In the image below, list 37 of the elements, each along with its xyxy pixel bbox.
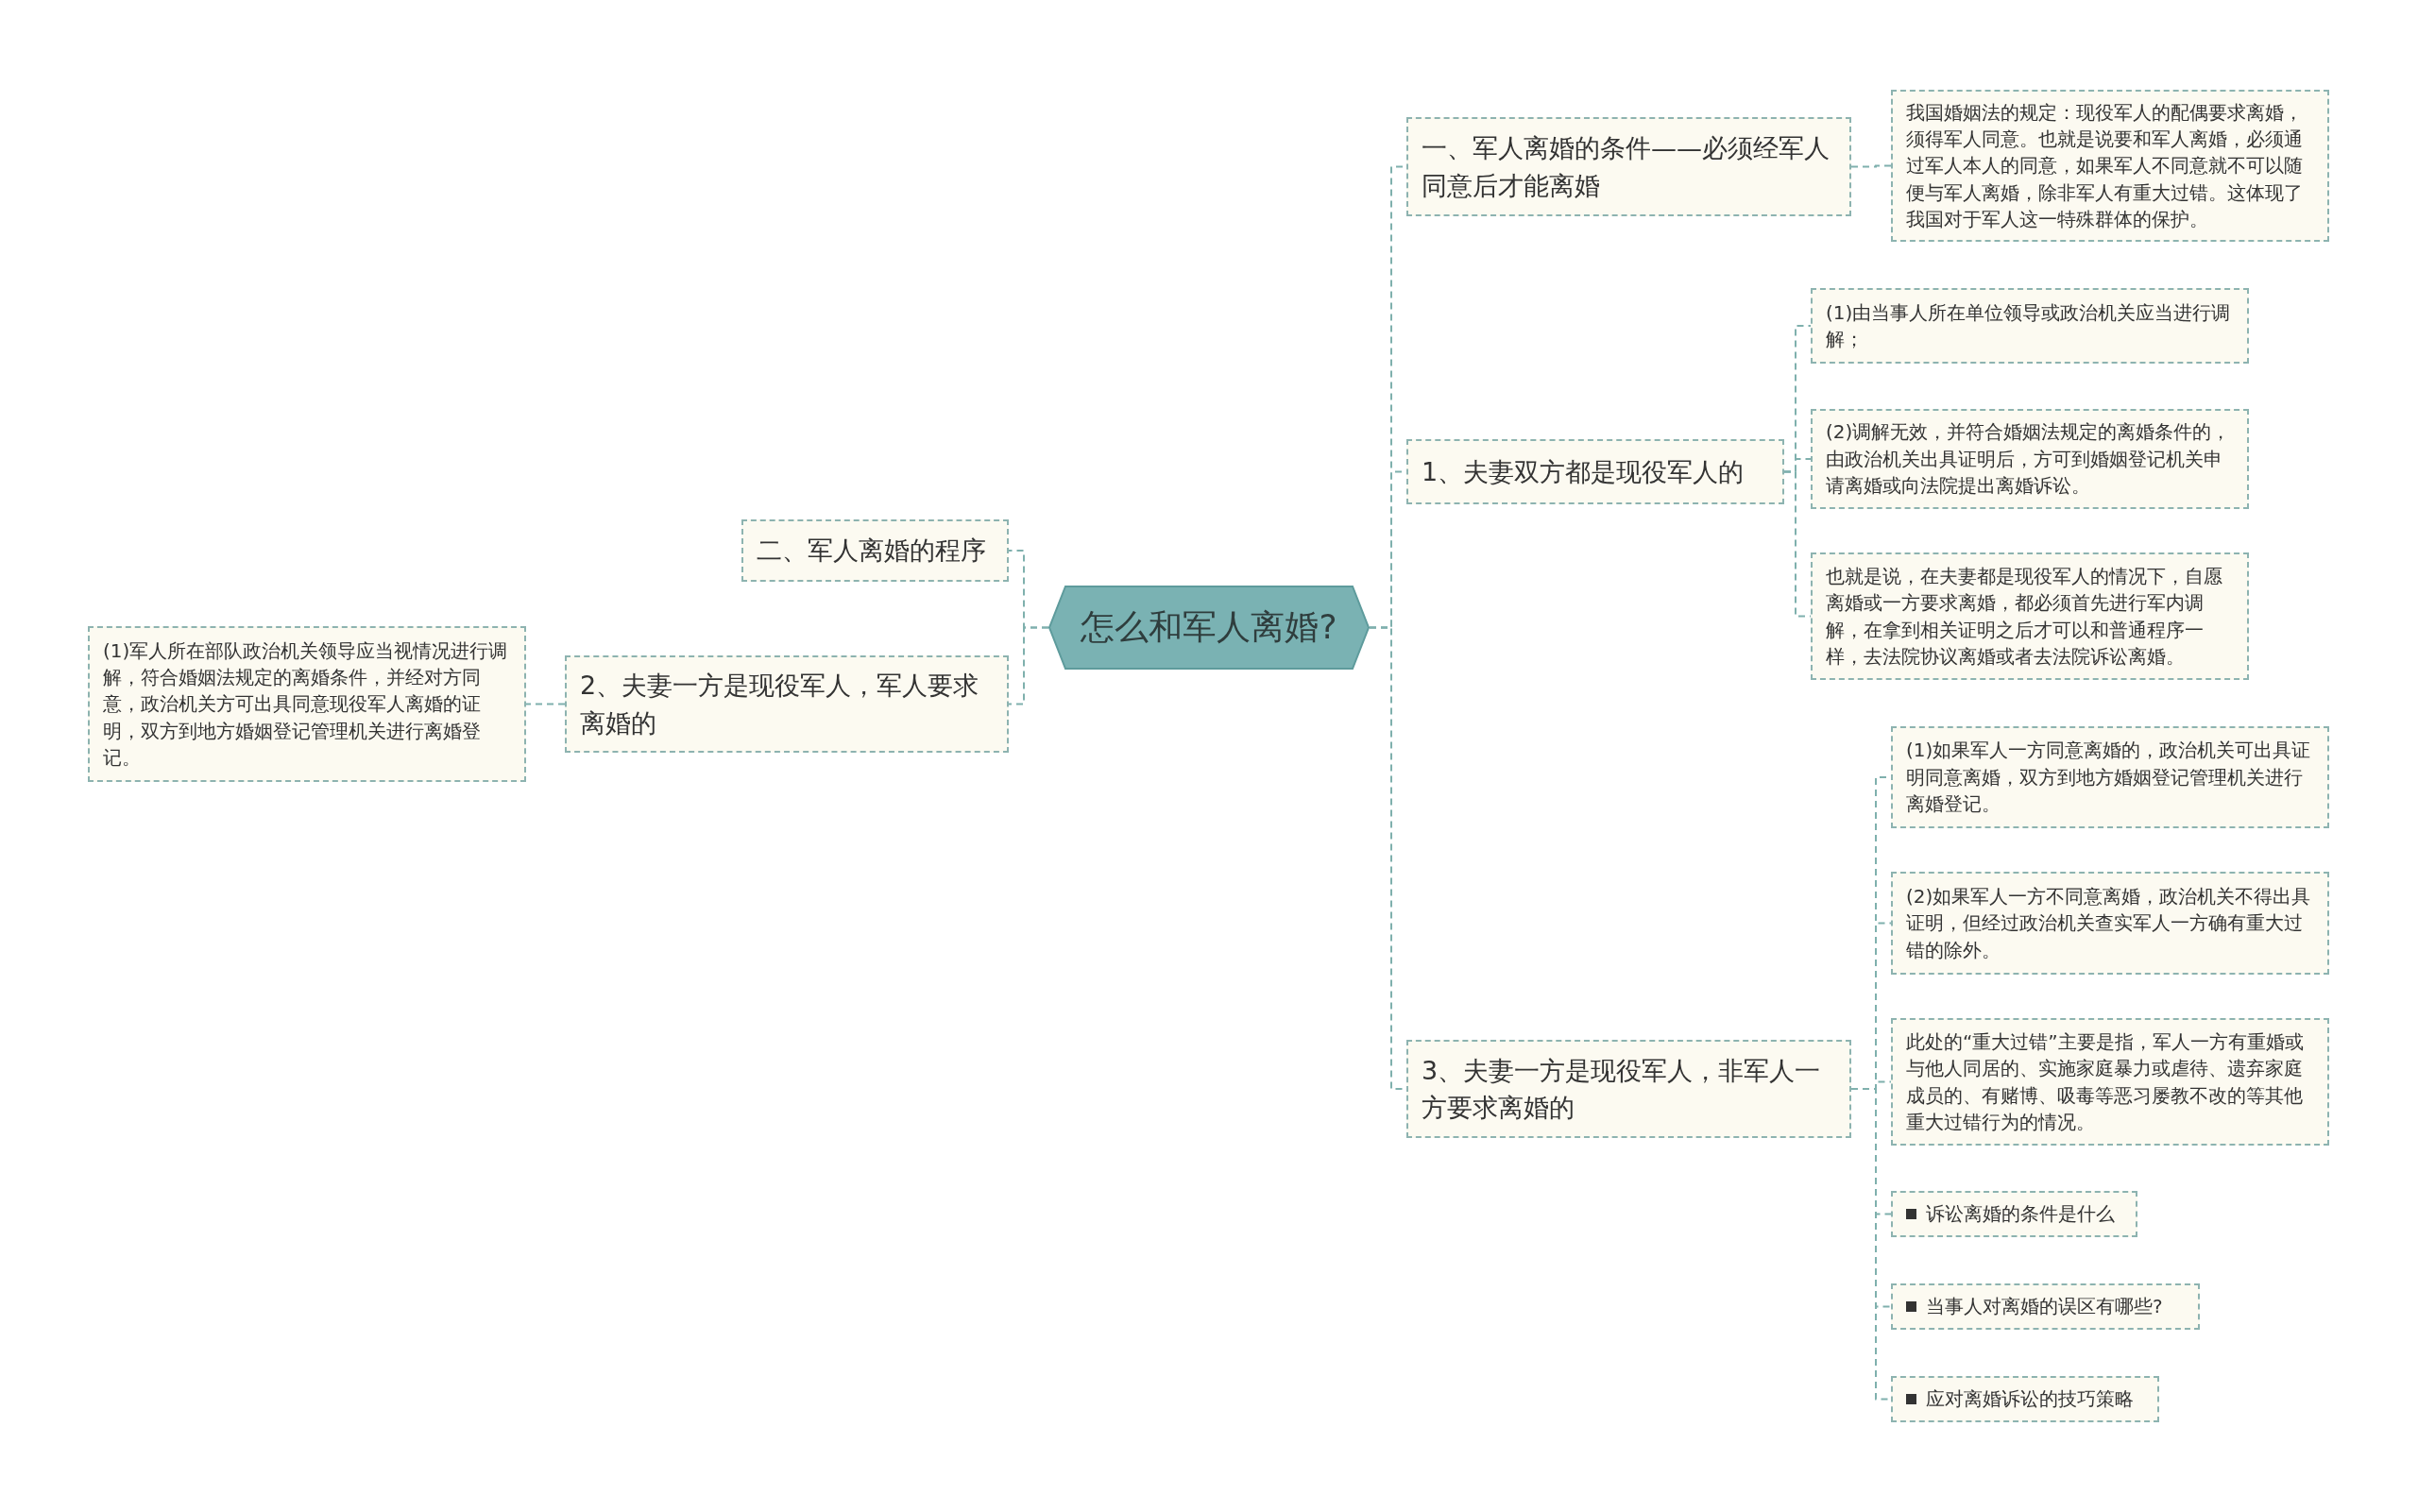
central-topic-hexagon — [1048, 586, 1370, 670]
topic-text: 应对离婚诉讼的技巧策略 — [1926, 1386, 2134, 1413]
central-topic-text: 怎么和军人离婚? — [1081, 606, 1337, 648]
topic-box — [1891, 90, 2329, 242]
topic-text: 此处的“重大过错”主要是指，军人一方有重婚或与他人同居的、实施家庭暴力或虐待、遗弃家庭成员的、有赌博、吸毒等恶习屡教不改的等其他重大过错行为的情况。 — [1906, 1028, 2305, 1135]
topic-text: (2)调解无效，并符合婚姻法规定的离婚条件的，由政治机关出具证明后，方可到婚姻登记机关申请离婚或向法院提出离婚诉讼。 — [1826, 419, 2232, 500]
connector-line — [1008, 626, 1049, 705]
topic-box — [1811, 288, 2249, 364]
topic-box — [1891, 872, 2329, 975]
topic-text: (1)如果军人一方同意离婚的，政治机关可出具证明同意离婚，双方到地方婚姻登记管理机关进行离婚登记。 — [1906, 738, 2312, 818]
topic-box — [1811, 552, 2249, 680]
topic-text: 也就是说，在夫妻都是现役军人的情况下，自愿离婚或一方要求离婚，都必须首先进行军内调解，在拿到相关证明之后才可以和普通程序一样，去法院协议离婚或者去法院诉讼离婚。 — [1826, 563, 2223, 670]
topic-box — [88, 626, 526, 782]
topic-box — [1891, 1191, 2137, 1237]
topic-text: 3、夫妻一方是现役军人，非军人一方要求离婚的 — [1422, 1054, 1822, 1124]
topic-text: (1)军人所在部队政治机关领导应当视情况进行调解，符合婚姻法规定的离婚条件，并经对方同意，政治机关方可出具同意现役军人离婚的证明，双方到地方婚姻登记管理机关进行离婚登记。 — [103, 637, 509, 772]
topic-box — [1891, 1376, 2159, 1422]
topic-box — [1406, 117, 1851, 216]
topic-box — [1891, 726, 2329, 828]
topic-text: 1、夫妻双方都是现役军人的 — [1422, 455, 1745, 488]
topic-text: 我国婚姻法的规定：现役军人的配偶要求离婚，须得军人同意。也就是说要和军人离婚，必须通过军人本人的同意，如果军人不同意就不可以随便与军人离婚，除非军人有重大过错。这体现了我国对于军人这一特殊群体的保护。 — [1906, 99, 2304, 233]
topic-box — [565, 655, 1009, 753]
topic-box — [1811, 409, 2249, 509]
topic-text: 2、夫妻一方是现役军人，军人要求离婚的 — [580, 670, 980, 739]
connector-line — [1850, 164, 1892, 168]
topic-text: 一、军人离婚的条件——必须经军人同意后才能离婚 — [1422, 132, 1831, 202]
topic-box — [1891, 1018, 2329, 1146]
topic-box — [1406, 1040, 1851, 1138]
topic-text: (1)由当事人所在单位领导或政治机关应当进行调解； — [1826, 299, 2232, 352]
topic-box — [1406, 439, 1784, 504]
topic-text: 二、军人离婚的程序 — [757, 535, 986, 568]
topic-text: 当事人对离婚的误区有哪些? — [1926, 1294, 2163, 1320]
topic-text: 诉讼离婚的条件是什么 — [1926, 1201, 2115, 1228]
connector-line — [525, 703, 566, 705]
topic-box — [741, 519, 1009, 582]
topic-text: (2)如果军人一方不同意离婚，政治机关不得出具证明，但经过政治机关查实军人一方确有重大过错的除外。 — [1906, 883, 2312, 963]
topic-box — [1891, 1283, 2200, 1330]
